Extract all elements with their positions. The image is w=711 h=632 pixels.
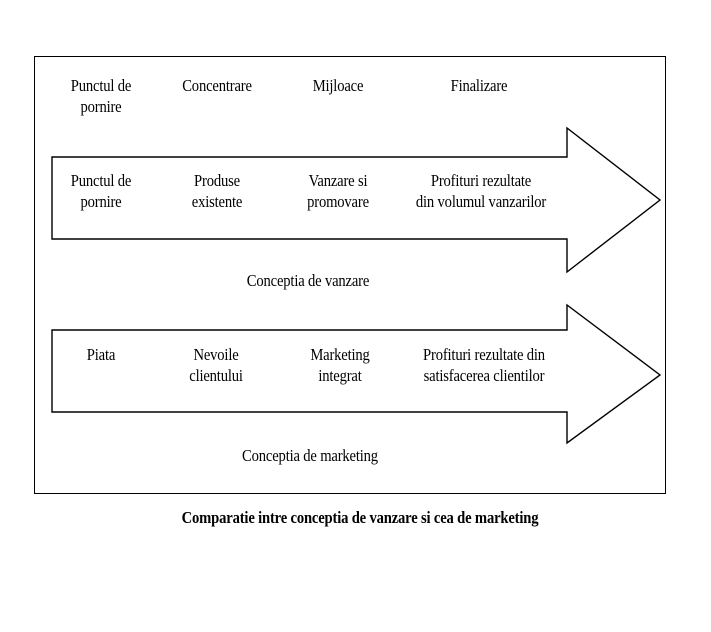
header-cell-concentrare: Concentrare: [182, 76, 252, 95]
selling-cell-existing-products: Produse existente: [191, 171, 243, 211]
marketing-cell-customer-needs: Nevoile clientului: [189, 345, 243, 385]
marketing-cell-profits-satisfaction: Profituri rezultate din satisfacerea cli…: [423, 345, 545, 385]
selling-concept-caption: Conceptia de vanzare: [246, 271, 370, 290]
header-cell-mijloace: Mijloace: [312, 76, 364, 95]
selling-cell-profits-volume: Profituri rezultate din volumul vanzaril…: [415, 171, 547, 211]
header-cell-punctul-de-pornire: Punctul de pornire: [70, 76, 132, 116]
diagram-outer-frame: [34, 56, 666, 494]
marketing-cell-integrated-marketing: Marketing integrat: [310, 345, 370, 385]
figure-title: Comparatie intre conceptia de vanzare si…: [181, 508, 539, 527]
marketing-cell-market: Piata: [86, 345, 116, 364]
selling-cell-sales-promotion: Vanzare si promovare: [307, 171, 369, 211]
header-cell-finalizare: Finalizare: [450, 76, 508, 95]
marketing-concept-caption: Conceptia de marketing: [242, 446, 378, 465]
selling-cell-starting-point: Punctul de pornire: [70, 171, 132, 211]
